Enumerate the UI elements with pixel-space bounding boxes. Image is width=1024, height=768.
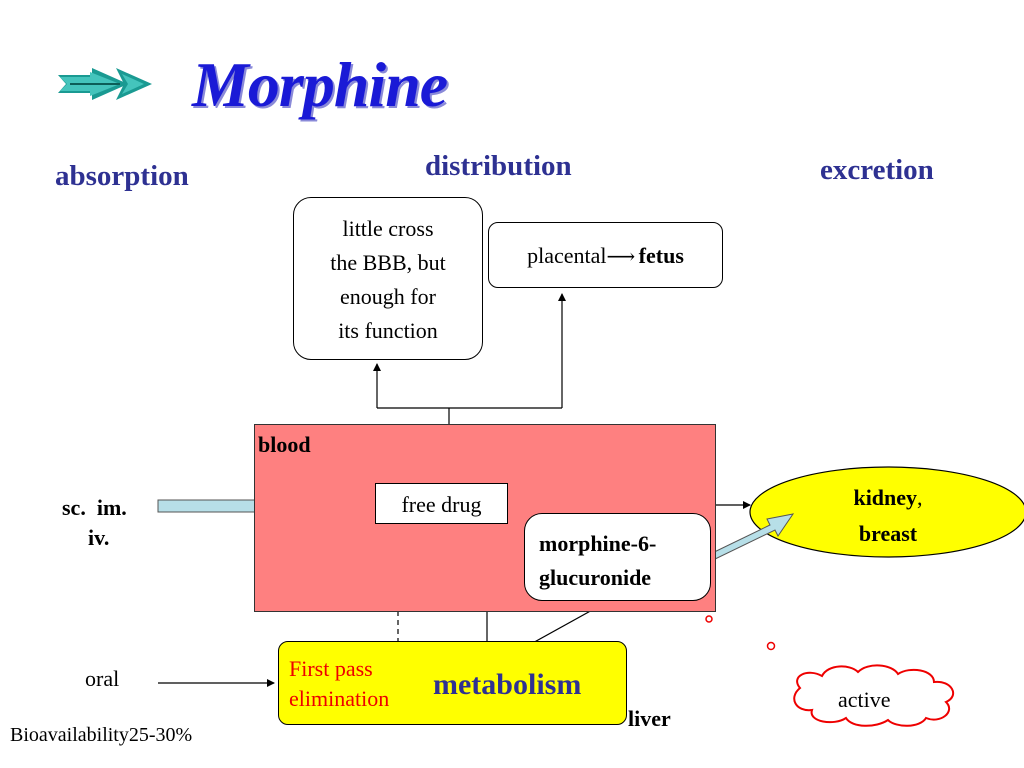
heading-distribution: distribution <box>425 150 572 182</box>
right-arrow-icon: ⟶ <box>606 246 636 268</box>
parenteral-routes: sc. im. iv. <box>62 493 127 553</box>
placental-label: placental <box>527 243 607 268</box>
active-label: active <box>838 687 891 712</box>
blood-label: blood <box>258 432 311 457</box>
red-circle-medium <box>766 641 776 651</box>
oral-label: oral <box>85 666 120 691</box>
red-circle-small <box>705 615 713 623</box>
arrow-logo-icon <box>58 68 152 100</box>
page-title: Morphine <box>192 49 448 120</box>
kidney-breast-ellipse <box>749 466 1024 558</box>
heading-excretion: excretion <box>820 154 934 186</box>
cloud-shape <box>793 664 955 727</box>
bbb-box: little cross the BBB, but enough for its… <box>293 197 483 360</box>
first-pass-line-1: First pass <box>289 656 373 681</box>
bioavailability-label: Bioavailability25-30% <box>10 724 193 746</box>
thick-arrow-to-kidney <box>705 513 795 562</box>
routes-line-1: sc. im. <box>62 495 127 520</box>
liver-box <box>278 641 627 725</box>
bbb-line-4: its function <box>338 318 438 343</box>
fetus-label: fetus <box>638 243 684 268</box>
kidney-label: kidney <box>853 485 918 510</box>
kidney-breast-label: kidney, breast <box>832 480 944 552</box>
glucuronide-line-1: morphine-6- <box>539 531 657 556</box>
glucuronide-line-2: glucuronide <box>539 565 652 590</box>
kidney-comma: , <box>917 485 923 510</box>
breast-label: breast <box>858 521 918 546</box>
free-drug-box: free drug <box>375 483 508 524</box>
metabolism-label: metabolism <box>433 668 582 701</box>
bbb-line-1: little cross <box>342 216 434 241</box>
liver-label: liver <box>628 706 671 731</box>
bbb-line-3: enough for <box>340 284 436 309</box>
routes-line-2: iv. <box>88 525 110 550</box>
glucuronide-box: morphine-6- glucuronide <box>524 513 711 601</box>
placental-box: placental⟶ fetus <box>488 222 723 288</box>
first-pass-line-2: elimination <box>289 686 390 711</box>
bbb-line-2: the BBB, but <box>330 250 446 275</box>
first-pass-text: First pass elimination <box>289 654 389 714</box>
heading-absorption: absorption <box>55 160 189 192</box>
